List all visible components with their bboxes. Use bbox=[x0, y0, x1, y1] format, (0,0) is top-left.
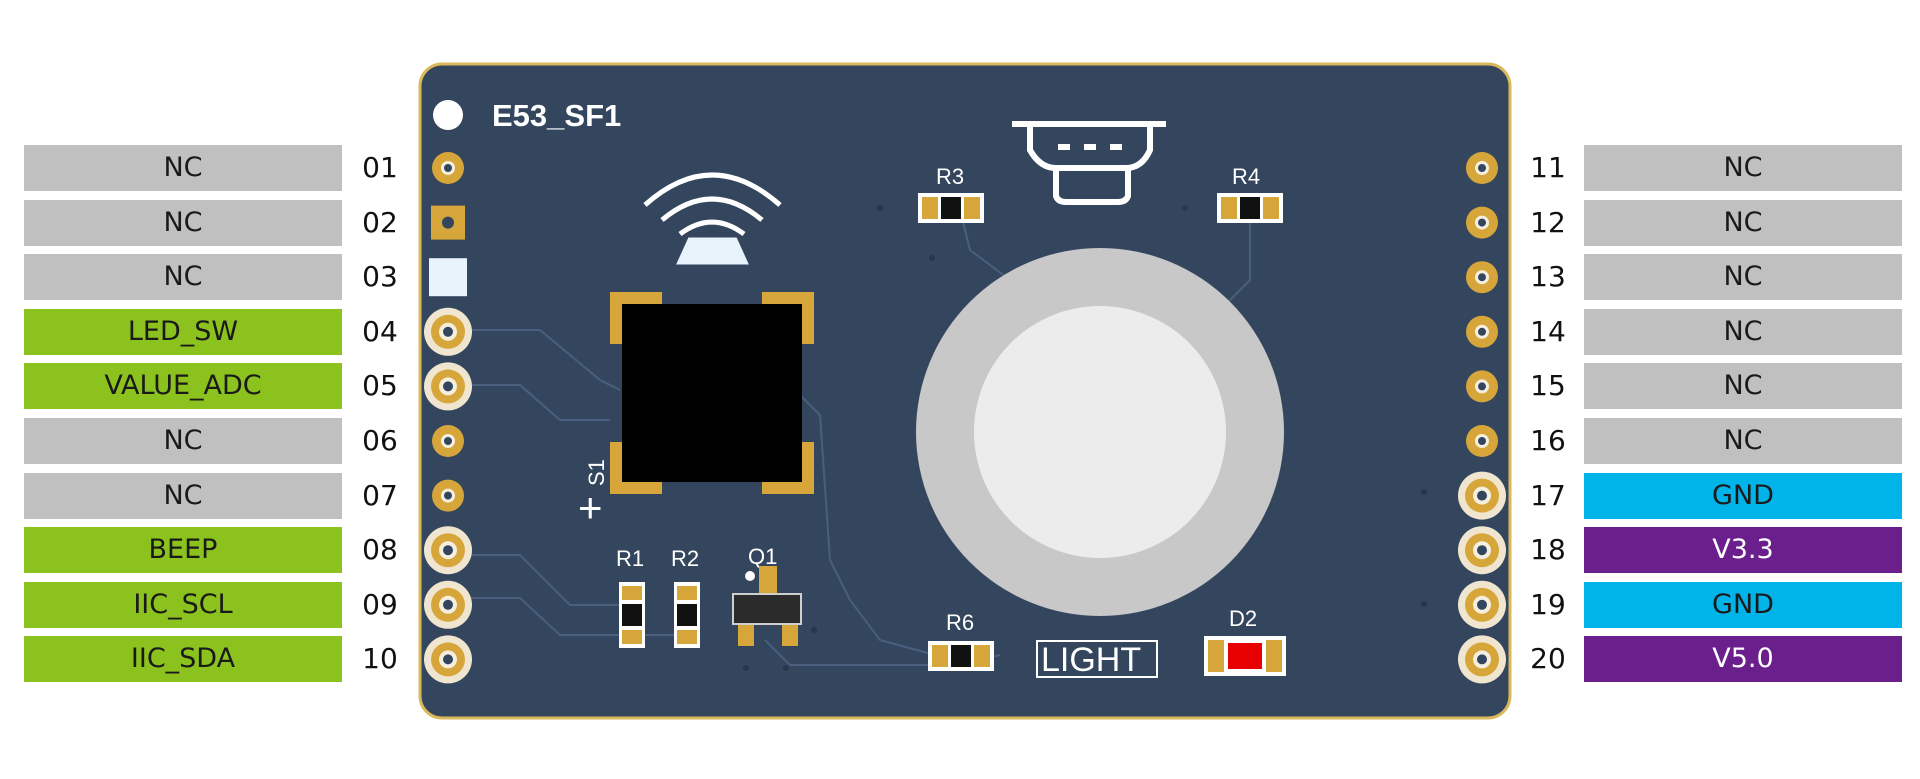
pin-number-12: 12 bbox=[1530, 205, 1566, 239]
q1-dot bbox=[745, 571, 755, 581]
light-label-box bbox=[1036, 640, 1158, 678]
pin-label-13: NC bbox=[1584, 254, 1902, 301]
pin-number-08: 08 bbox=[362, 533, 398, 567]
pin-label-17: GND bbox=[1584, 472, 1902, 519]
pin-number-02: 02 bbox=[362, 205, 398, 239]
pin-pad-17 bbox=[1458, 471, 1506, 520]
pin-number-14: 14 bbox=[1530, 314, 1566, 348]
left-header-pads bbox=[424, 150, 472, 684]
resistor-r3 bbox=[918, 193, 984, 223]
pin-label-06: NC bbox=[24, 418, 342, 464]
resistor-r4 bbox=[1217, 193, 1283, 223]
pin-number-09: 09 bbox=[362, 587, 398, 621]
resistor-r2 bbox=[674, 582, 700, 648]
pin-number-11: 11 bbox=[1530, 151, 1566, 184]
pin-label-16: NC bbox=[1584, 418, 1902, 464]
resistor-r1 bbox=[619, 582, 645, 648]
board-name: E53_SF1 bbox=[492, 98, 621, 133]
pin-pad-12 bbox=[1464, 204, 1500, 241]
pin-pad-04 bbox=[424, 307, 472, 356]
pin-number-20: 20 bbox=[1530, 642, 1566, 676]
light-sensor-window bbox=[974, 306, 1226, 558]
plus-mark: + bbox=[578, 484, 603, 531]
pin-label-07: NC bbox=[24, 472, 342, 519]
pin-label-12: NC bbox=[1584, 199, 1902, 246]
pin-number-17: 17 bbox=[1530, 478, 1566, 512]
pin-pad-10 bbox=[424, 635, 472, 684]
pin-label-09: IIC_SCL bbox=[24, 581, 342, 628]
pin-label-20: V5.0 bbox=[1584, 636, 1902, 683]
q1-label: Q1 bbox=[748, 544, 777, 569]
resistor-r6 bbox=[928, 641, 994, 671]
pin-number-03: 03 bbox=[362, 260, 398, 294]
pin-pad-06 bbox=[430, 423, 466, 459]
pin-pad-09 bbox=[424, 580, 472, 629]
pin-label-01: NC bbox=[24, 145, 342, 191]
vias bbox=[743, 205, 1427, 671]
lamp-icon bbox=[1012, 121, 1166, 205]
pin-label-14: NC bbox=[1584, 308, 1902, 355]
pcb-traces bbox=[470, 209, 1251, 666]
pin-pad-03 bbox=[429, 258, 467, 297]
pin-pad-20 bbox=[1458, 635, 1506, 684]
pin-pad-15 bbox=[1464, 368, 1500, 405]
pin-label-03: NC bbox=[24, 254, 342, 301]
d2-label: D2 bbox=[1229, 606, 1257, 631]
pin-pad-07 bbox=[430, 477, 466, 514]
pin-label-19: GND bbox=[1584, 581, 1902, 628]
pin-label-05: VALUE_ADC bbox=[24, 363, 342, 410]
pin-number-15: 15 bbox=[1530, 369, 1566, 403]
pin-pad-08 bbox=[424, 526, 472, 575]
pin-pad-14 bbox=[1464, 313, 1500, 350]
buzzer-s1 bbox=[610, 292, 814, 494]
pin-number-16: 16 bbox=[1530, 424, 1566, 457]
pin-number-06: 06 bbox=[362, 424, 398, 457]
s1-label: S1 bbox=[584, 459, 609, 486]
pin-number-13: 13 bbox=[1530, 260, 1566, 294]
pin-label-08: BEEP bbox=[24, 527, 342, 574]
pin-number-10: 10 bbox=[362, 642, 398, 676]
r6-label: R6 bbox=[946, 610, 974, 635]
pin-pad-11 bbox=[1464, 150, 1500, 186]
pin-number-05: 05 bbox=[362, 369, 398, 403]
pin-pad-01 bbox=[430, 150, 466, 186]
transistor-q1 bbox=[732, 566, 802, 646]
r1-label: R1 bbox=[616, 546, 644, 571]
pin-number-01: 01 bbox=[362, 151, 398, 184]
pin-number-19: 19 bbox=[1530, 587, 1566, 621]
pin-pad-05 bbox=[424, 362, 472, 411]
sound-sensor-icon bbox=[643, 172, 782, 265]
pin-pad-18 bbox=[1458, 526, 1506, 575]
r3-label: R3 bbox=[936, 164, 964, 189]
pin-number-04: 04 bbox=[362, 314, 398, 348]
mounting-dot bbox=[433, 100, 463, 130]
pin-label-15: NC bbox=[1584, 363, 1902, 410]
right-header-pads bbox=[1458, 150, 1506, 684]
pin-label-10: IIC_SDA bbox=[24, 636, 342, 683]
pin-pad-13 bbox=[1464, 259, 1500, 296]
pin-label-18: V3.3 bbox=[1584, 527, 1902, 574]
r2-label: R2 bbox=[671, 546, 699, 571]
led-d2 bbox=[1204, 636, 1286, 676]
pin-label-11: NC bbox=[1584, 145, 1902, 191]
pin-label-02: NC bbox=[24, 199, 342, 246]
light-label: LIGHT bbox=[1041, 641, 1141, 679]
pin-pad-19 bbox=[1458, 580, 1506, 629]
pin-number-07: 07 bbox=[362, 478, 398, 512]
pin-pad-02 bbox=[431, 205, 465, 240]
pin-label-04: LED_SW bbox=[24, 308, 342, 355]
r4-label: R4 bbox=[1232, 164, 1260, 189]
pin-number-18: 18 bbox=[1530, 533, 1566, 567]
pin-pad-16 bbox=[1464, 423, 1500, 459]
